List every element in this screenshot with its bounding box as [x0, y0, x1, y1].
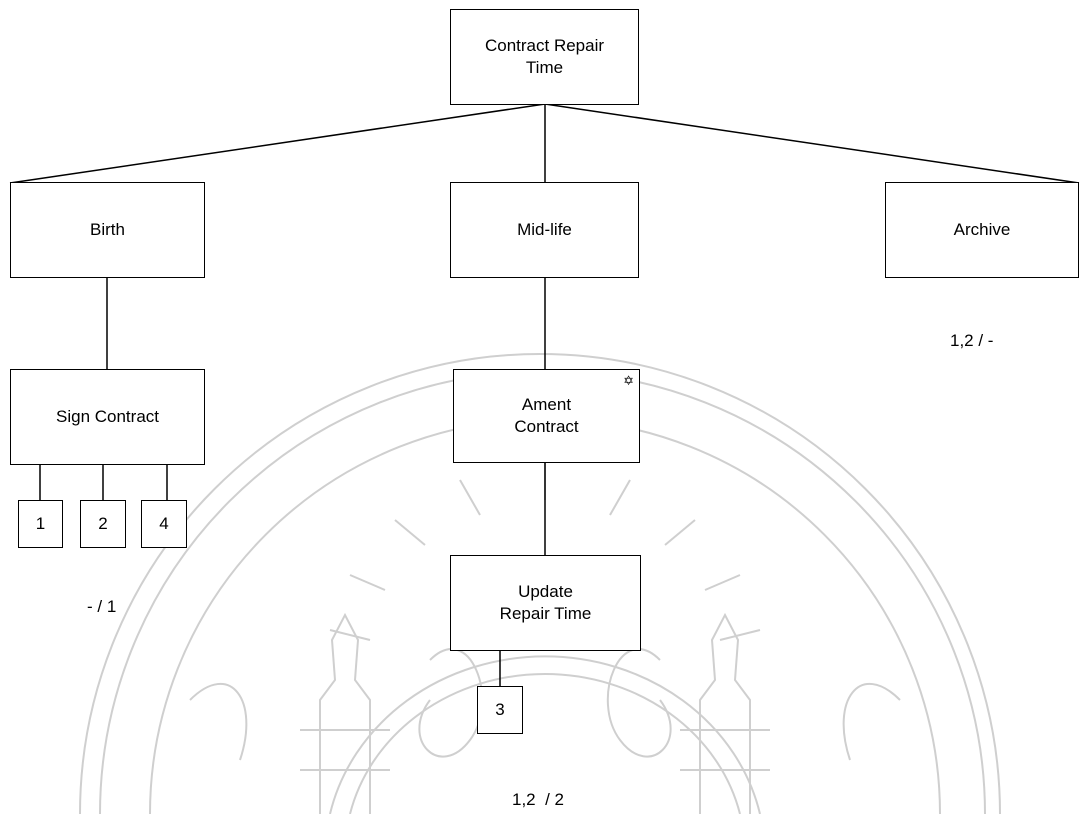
leaf-node-4-label: 4: [159, 514, 169, 533]
leaf-node-3: 3: [477, 686, 523, 734]
midlife-node: Mid-life: [450, 182, 639, 278]
edge-root-birth: [9, 103, 546, 184]
update-annotation: 1,2 / 2: [512, 790, 564, 809]
star-marker-icon: ✡: [623, 373, 634, 388]
leaf-node-1: 1: [18, 500, 63, 548]
archive-annotation: 1,2 / -: [950, 331, 994, 350]
archive-node: Archive: [885, 182, 1079, 278]
midlife-node-label: Mid-life: [517, 220, 572, 239]
sign-annotation: - / 1: [87, 597, 117, 616]
root-node: Contract Repair Time: [450, 9, 639, 105]
birth-node-label: Birth: [90, 220, 125, 239]
archive-node-label: Archive: [953, 220, 1011, 239]
root-node-label: Contract Repair Time: [484, 36, 605, 77]
birth-node: Birth: [10, 182, 205, 278]
update-repair-time-node: Update Repair Time: [450, 555, 641, 651]
edge-root-archive: [544, 103, 1080, 184]
sign-contract-node: Sign Contract: [10, 369, 205, 465]
ament-contract-label: Ament Contract: [514, 395, 579, 436]
ament-contract-node: Ament Contract ✡: [453, 369, 640, 463]
sign-contract-label: Sign Contract: [56, 407, 159, 426]
leaf-node-3-label: 3: [495, 700, 505, 719]
leaf-node-2-label: 2: [98, 514, 108, 533]
update-repair-time-label: Update Repair Time: [499, 582, 592, 623]
leaf-node-1-label: 1: [35, 514, 46, 533]
leaf-node-4: 4: [141, 500, 187, 548]
leaf-node-2: 2: [80, 500, 126, 548]
